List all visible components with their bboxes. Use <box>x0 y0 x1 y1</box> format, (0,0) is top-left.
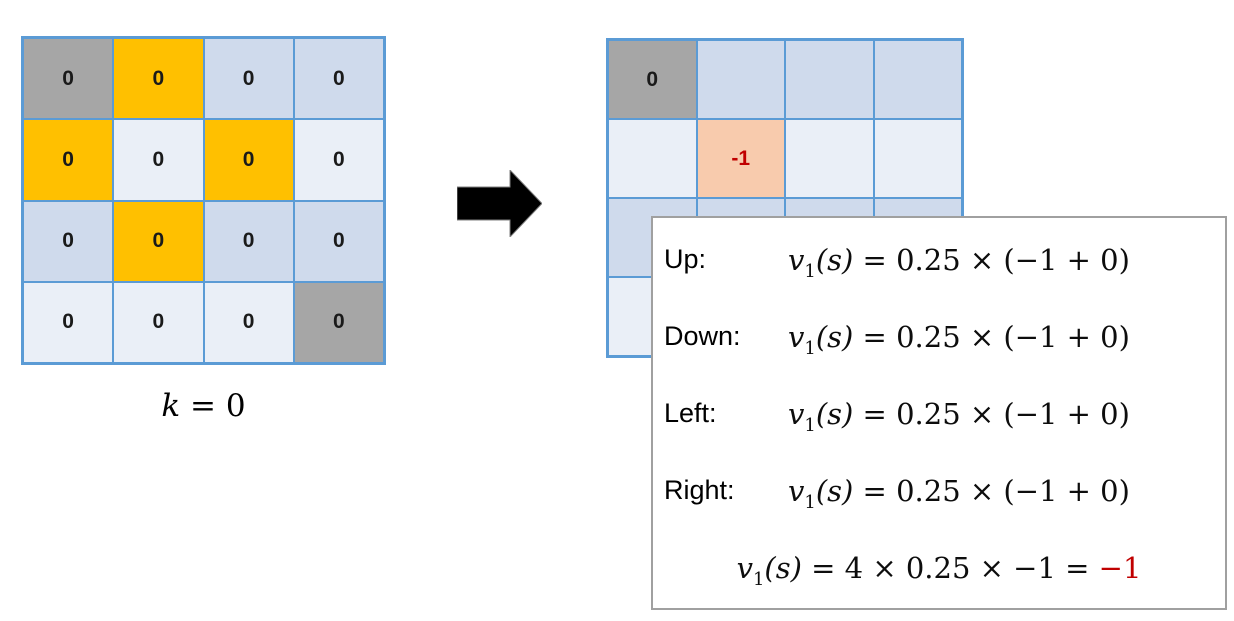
right-grid-cell-r0c0: 0 <box>609 41 696 118</box>
right-grid-cell-r1c3 <box>874 120 961 197</box>
right-grid-cell-r1c1: -1 <box>697 120 784 197</box>
formula-final-expression: v1(s) = 4 × 0.25 × −1 = −1 <box>736 551 1142 590</box>
left-grid-cell-r2c1: 0 <box>114 201 203 281</box>
right-grid-cell-r1c0 <box>609 120 696 197</box>
formula-label: Up: <box>664 244 707 274</box>
formula-final-result: −1 <box>1098 551 1142 585</box>
right-grid-cell-r0c1 <box>697 41 784 118</box>
caption-value: = 0 <box>180 388 246 424</box>
left-grid-cell-r2c2: 0 <box>204 201 293 281</box>
left-grid-cell-r1c1: 0 <box>114 120 203 200</box>
left-grid-cell-r2c0: 0 <box>24 201 113 281</box>
left-grid-cell-r3c3: 0 <box>294 282 383 362</box>
left-grid-cell-r0c1: 0 <box>114 39 203 119</box>
right-grid-cell-r1c2 <box>786 120 873 197</box>
formula-label: Down: <box>664 321 741 351</box>
left-grid-caption: k = 0 <box>21 388 386 424</box>
right-grid-cell-r0c2 <box>786 41 873 118</box>
right-grid-cell-r0c3 <box>874 41 961 118</box>
left-grid-cell-r1c2: 0 <box>204 120 293 200</box>
formula-label: Right: <box>664 475 735 505</box>
formula-line-down: Down: v1(s) = 0.25 × (−1 + 0) <box>653 298 1225 375</box>
formula-final-line: v1(s) = 4 × 0.25 × −1 = −1 <box>653 529 1225 607</box>
left-grid-cell-r3c0: 0 <box>24 282 113 362</box>
left-grid-cell-r3c1: 0 <box>114 282 203 362</box>
right-arrow-icon <box>456 168 543 239</box>
caption-variable: k <box>161 388 181 424</box>
formula-line-right: Right: v1(s) = 0.25 × (−1 + 0) <box>653 452 1225 529</box>
left-grid-cell-r0c0: 0 <box>24 39 113 119</box>
left-grid-cell-r2c3: 0 <box>294 201 383 281</box>
left-grid-cell-r0c3: 0 <box>294 39 383 119</box>
formula-expression: v1(s) = 0.25 × (−1 + 0) <box>788 319 1130 359</box>
formula-expression: v1(s) = 0.25 × (−1 + 0) <box>788 396 1130 436</box>
formula-expression: v1(s) = 0.25 × (−1 + 0) <box>788 242 1130 282</box>
formula-expression: v1(s) = 0.25 × (−1 + 0) <box>788 473 1130 513</box>
left-grid-cell-r1c3: 0 <box>294 120 383 200</box>
formula-line-left: Left: v1(s) = 0.25 × (−1 + 0) <box>653 375 1225 452</box>
formula-line-up: Up: v1(s) = 0.25 × (−1 + 0) <box>653 221 1225 298</box>
formula-box: Up: v1(s) = 0.25 × (−1 + 0) Down: v1(s) … <box>651 216 1227 610</box>
formula-label: Left: <box>664 398 717 428</box>
left-grid-cell-r3c2: 0 <box>204 282 293 362</box>
left-grid-cell-r0c2: 0 <box>204 39 293 119</box>
left-grid-cell-r1c0: 0 <box>24 120 113 200</box>
